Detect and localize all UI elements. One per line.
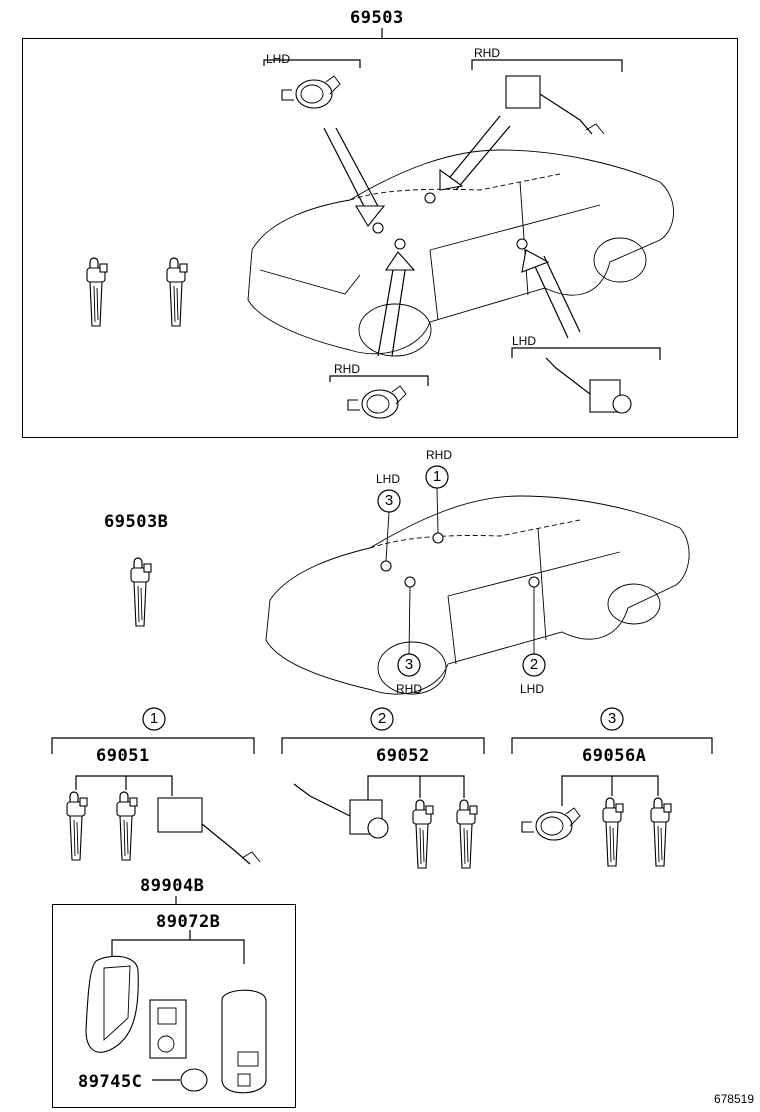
group-3-key-b (650, 797, 672, 867)
ignition-cylinder-rhd-part (347, 385, 407, 419)
remote-frame (52, 904, 296, 1108)
group-1-key-a (66, 791, 88, 861)
battery-number: 89745C (78, 1072, 143, 1092)
locator-circle-1: 1 (432, 468, 442, 485)
locator-rhd-3: RHD (396, 682, 422, 696)
locator-circle-3-top: 3 (384, 492, 394, 509)
group-1-door-cylinder (157, 797, 261, 865)
locator-rhd-1: RHD (426, 448, 452, 462)
group-1-key-b (116, 791, 138, 861)
assembly-frame (22, 38, 738, 438)
group-1-index: 1 (149, 710, 159, 727)
key-1-part (86, 257, 108, 327)
group-3-key-a (602, 797, 624, 867)
locator-lhd-3: LHD (376, 472, 401, 486)
transmitter-number: 89072B (156, 912, 221, 932)
remote-board-part (149, 999, 187, 1059)
locator-circle-3-bottom: 3 (404, 656, 414, 673)
group-3-index: 3 (607, 710, 617, 727)
group-3-part-number: 69056A (582, 746, 647, 766)
remote-case-part (85, 955, 139, 1053)
group-1-part-number: 69051 (96, 746, 150, 766)
locator-circle-2: 2 (529, 656, 539, 673)
group-2-door-cylinder (293, 783, 389, 839)
key-only-part (130, 557, 152, 627)
key-2-part (166, 257, 188, 327)
callout-rhd-top: RHD (474, 46, 500, 60)
locator-lhd-2: LHD (520, 682, 545, 696)
door-lock-cylinder-lhd-part (281, 75, 341, 109)
group-2-index: 2 (377, 710, 387, 727)
group-2-key-b (456, 799, 478, 869)
key-part-number: 69503B (104, 512, 169, 532)
group-2-part-number: 69052 (376, 746, 430, 766)
assembly-part-number: 69503 (350, 8, 404, 28)
group-2-key-a (412, 799, 434, 869)
group-3-ignition-cylinder (521, 807, 581, 841)
callout-lhd-front: LHD (266, 52, 291, 66)
callout-lhd-door: LHD (512, 334, 537, 348)
figure-id: 678519 (713, 1092, 754, 1106)
remote-assembly-number: 89904B (140, 876, 205, 896)
callout-rhd-bottom: RHD (334, 362, 360, 376)
coin-battery-part (180, 1068, 208, 1092)
remote-cover-part (221, 989, 267, 1094)
